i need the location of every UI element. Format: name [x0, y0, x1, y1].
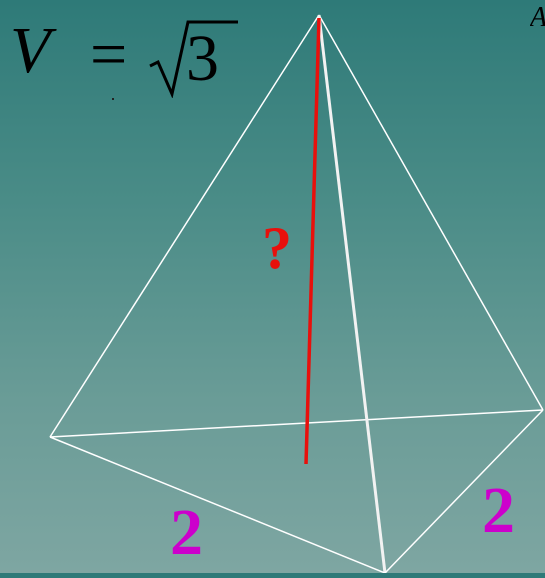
- square-root-sign: [149, 20, 238, 98]
- lateral-edge-front: [317, 14, 387, 574]
- volume-formula: V = 3: [8, 6, 248, 106]
- clipped-corner-text: A: [530, 4, 545, 28]
- base-edge-right: [384, 409, 544, 574]
- formula-variable: V: [10, 14, 51, 87]
- height-question-mark: ?: [262, 215, 292, 281]
- height-line: [304, 17, 321, 465]
- edge-length-right: 2: [482, 474, 515, 547]
- lateral-edge-left: [49, 14, 320, 438]
- lateral-edge-right: [318, 14, 544, 411]
- formula-equals: =: [90, 18, 128, 91]
- formula-radicand: 3: [186, 22, 219, 95]
- formula-dot: [112, 98, 114, 100]
- base-edge-left: [49, 436, 386, 574]
- base-edge-back: [49, 409, 544, 438]
- edge-length-left: 2: [170, 496, 203, 569]
